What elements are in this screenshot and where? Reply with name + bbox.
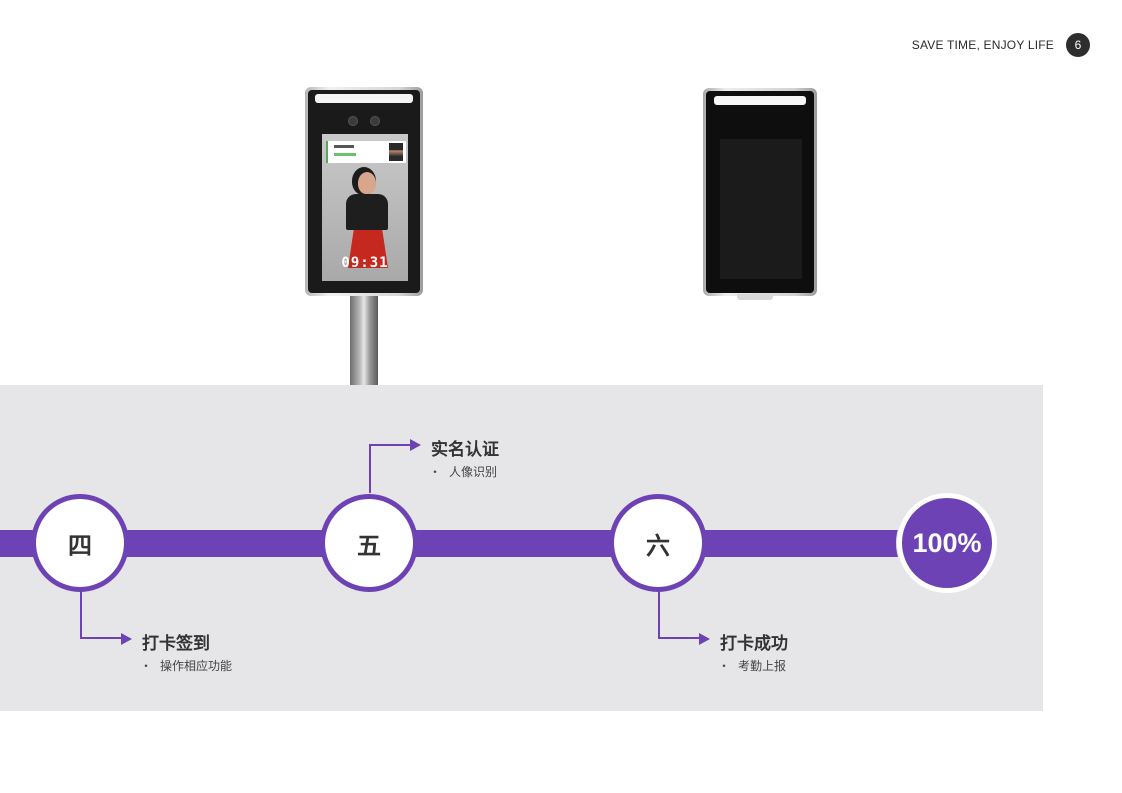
connector-line [658,590,700,639]
id-photo [389,143,403,161]
device-base [737,294,773,300]
fill-light [714,96,806,105]
slogan: SAVE TIME, ENJOY LIFE [911,38,1054,52]
step-title-verification: 实名认证 [431,440,499,460]
camera-lens-icon [370,116,380,126]
timeline-node-5: 五 [320,494,418,592]
connector-line [80,590,122,639]
camera-lens-icon [348,116,358,126]
fill-light [315,94,413,103]
recognition-card [326,141,406,163]
device-pole [350,294,378,386]
step-title-checkin: 打卡签到 [142,634,210,654]
step-detail-checkin: ・操作相应功能 [140,659,233,673]
step-detail-verification: ・人像识别 [429,465,498,479]
step-title-success: 打卡成功 [720,634,788,654]
arrow-icon [121,633,132,645]
person-image [348,228,388,268]
terminal-screen: 09:31 [322,134,408,281]
timeline-node-6: 六 [609,494,707,592]
connector-line [369,444,411,493]
arrow-icon [410,439,421,451]
screen-clock: 09:31 [341,255,389,271]
timeline-node-4: 四 [31,494,129,592]
timeline-track [0,530,947,557]
face-terminal-wall [703,88,817,296]
terminal-screen [720,139,802,279]
timeline-node-complete: 100% [897,493,997,593]
arrow-icon [699,633,710,645]
step-detail-success: ・考勤上报 [718,659,787,673]
face-terminal-standing: 09:31 [305,87,423,296]
page-number: 6 [1066,33,1090,57]
page-header: SAVE TIME, ENJOY LIFE 6 [912,33,1090,57]
